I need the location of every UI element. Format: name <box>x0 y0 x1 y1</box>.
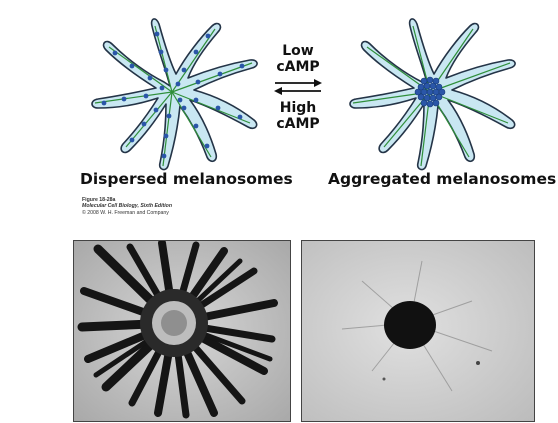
aggregated-cell-diagram <box>349 18 516 171</box>
low-label-line1: Low <box>282 43 314 59</box>
aggregated-caption: Aggregated melanosomes <box>328 170 557 188</box>
aggregated-melanosome-cluster <box>414 76 446 108</box>
dispersed-cell-diagram <box>91 18 258 171</box>
aggregated-cell-body <box>349 18 516 171</box>
copyright-notice: © 2008 W. H. Freeman and Company <box>82 209 169 216</box>
low-label-line2: cAMP <box>276 59 320 75</box>
high-camp-label: High cAMP <box>268 100 328 132</box>
low-camp-label: Low cAMP <box>268 43 328 75</box>
aggregated-micrograph-image <box>302 241 534 421</box>
high-label-line1: High <box>279 100 317 116</box>
high-label-line2: cAMP <box>276 116 320 132</box>
aggregated-micrograph <box>301 240 535 422</box>
dispersed-micrograph-image <box>74 241 290 421</box>
figure-number: Figure 18-28a <box>82 197 116 203</box>
dispersed-micrograph <box>73 240 291 422</box>
book-title: Molecular Cell Biology, Sixth Edition <box>82 203 173 210</box>
melanosomes <box>101 31 245 159</box>
equilibrium-arrows <box>274 79 322 95</box>
dispersed-caption: Dispersed melanosomes <box>80 170 293 188</box>
figure-credit: Figure 18-28a Molecular Cell Biology, Si… <box>82 197 172 216</box>
dispersed-cell-body <box>91 18 258 171</box>
microtubules <box>94 25 253 167</box>
